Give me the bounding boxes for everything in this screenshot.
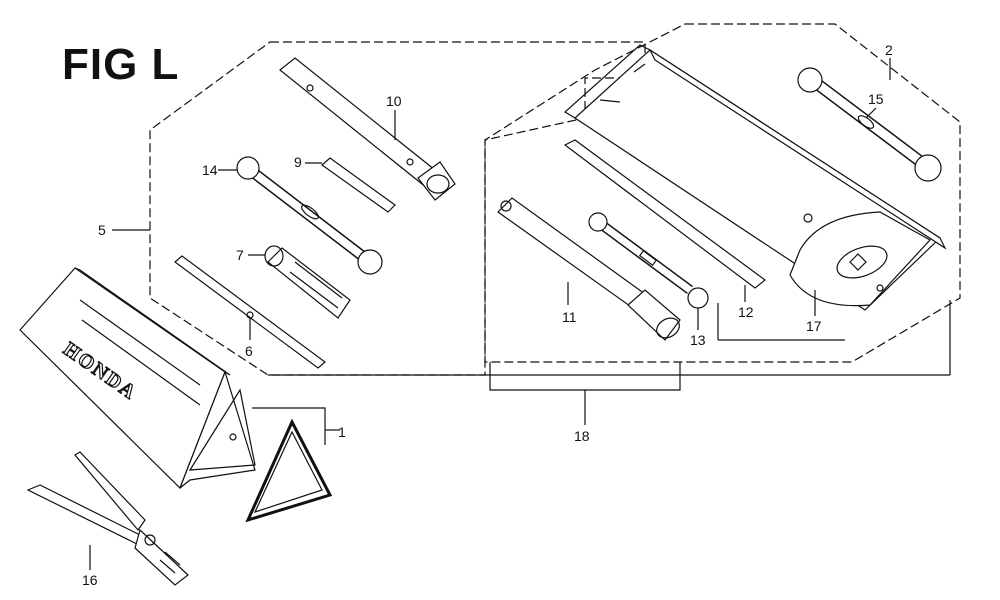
callout-11: 11 <box>562 309 577 325</box>
wrench-15 <box>797 67 942 182</box>
callout-17: 17 <box>806 318 822 334</box>
leader-15 <box>865 107 877 119</box>
group-boundary-2 <box>484 23 961 363</box>
callout-9: 9 <box>294 154 302 170</box>
screwdriver-handle-7 <box>264 245 351 319</box>
callout-16: 16 <box>82 572 98 588</box>
callout-5: 5 <box>98 222 106 238</box>
tool-roll-bag <box>563 44 947 311</box>
callout-12: 12 <box>738 304 754 320</box>
bracket-18 <box>489 362 681 391</box>
callout-1: 1 <box>338 424 346 440</box>
tool-case: HONDA <box>19 267 256 490</box>
callout-15: 15 <box>868 91 884 107</box>
box-wrench-10 <box>279 57 456 201</box>
pliers-16 <box>26 451 189 586</box>
wrench-14 <box>236 156 383 275</box>
box-wrench-11 <box>497 197 681 341</box>
pin-rod-12 <box>563 139 766 289</box>
leader-1 <box>252 407 326 445</box>
callout-6: 6 <box>245 343 253 359</box>
callout-7: 7 <box>236 247 244 263</box>
callout-10: 10 <box>386 93 402 109</box>
rubber-band-1 <box>245 418 333 523</box>
figure-title: FIG L <box>62 40 180 89</box>
callout-18: 18 <box>574 428 590 444</box>
callout-13: 13 <box>690 332 706 348</box>
callout-14: 14 <box>202 162 218 178</box>
callout-2: 2 <box>885 42 893 58</box>
group-boundary-5 <box>149 41 646 376</box>
screwdriver-bit-9 <box>321 157 396 213</box>
